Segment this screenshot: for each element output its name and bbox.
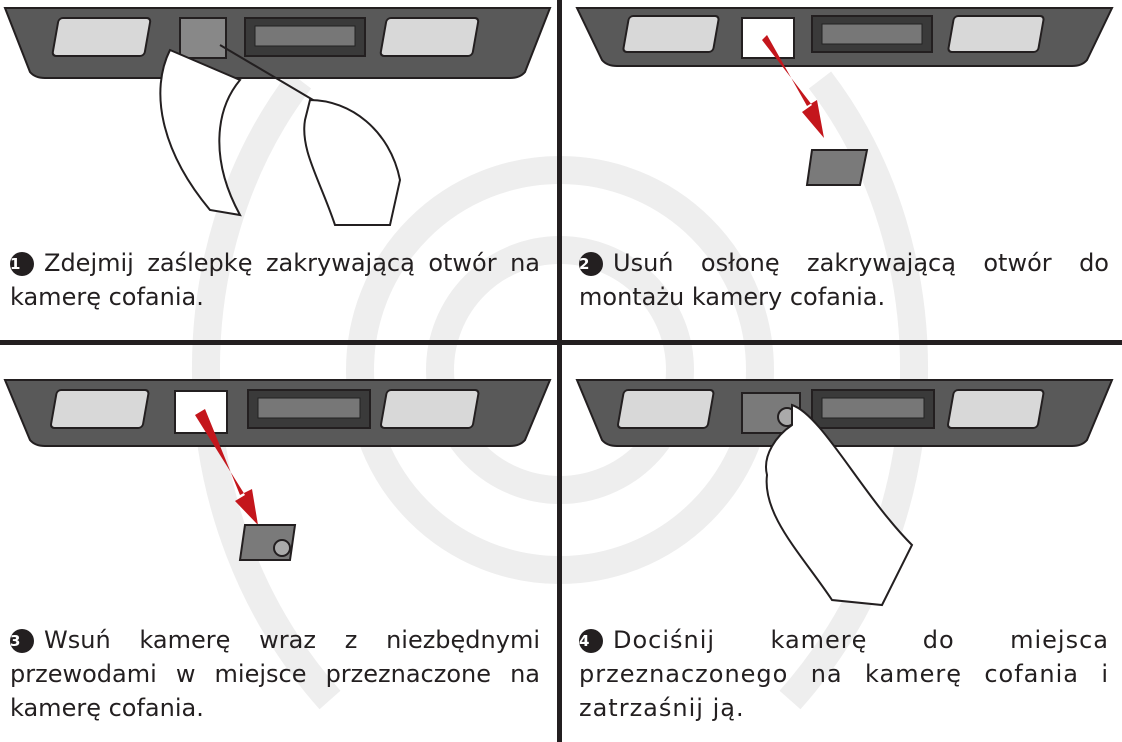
step-4-illustration — [575, 379, 1114, 607]
step-number-badge: 1 — [10, 252, 34, 276]
step-3-text: Wsuń kamerę wraz z niezbędnymi przewodam… — [10, 626, 540, 722]
step-3-illustration — [3, 379, 552, 561]
horizontal-divider — [0, 340, 1122, 345]
step-number-badge: 3 — [10, 629, 34, 653]
step-2-illustration — [575, 7, 1114, 186]
step-2-text: Usuń osłonę zakrywającą otwór do montażu… — [579, 249, 1109, 311]
step-1-text: Zdejmij zaślepkę zakrywającą otwór na ka… — [10, 249, 540, 311]
vertical-divider — [557, 0, 562, 742]
step-4-text: Dociśnij kamerę do miejsca przeznaczoneg… — [579, 626, 1109, 722]
step-number-badge: 2 — [579, 252, 603, 276]
step-1-illustration — [3, 7, 552, 226]
step-number-badge: 4 — [579, 629, 603, 653]
